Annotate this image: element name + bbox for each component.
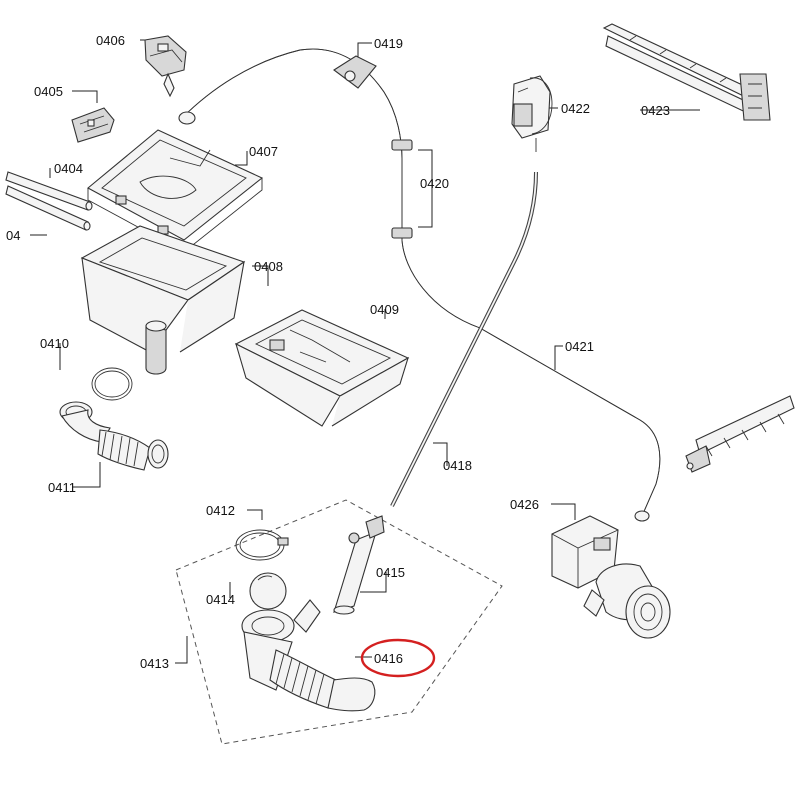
label-0415: 0415	[376, 565, 405, 580]
part-0423-rail	[602, 23, 771, 121]
label-0416: 0416	[374, 651, 403, 666]
label-0421: 0421	[565, 339, 594, 354]
leader-lines	[30, 39, 700, 664]
part-0411-hose	[59, 401, 169, 471]
label-0411: 0411	[48, 480, 76, 495]
part-0410-ring	[91, 367, 133, 401]
part-0404-rods	[5, 171, 93, 231]
label-0422: 0422	[561, 101, 590, 116]
part-0418-tube	[390, 171, 538, 507]
part-side-rail	[685, 395, 795, 473]
label-0414: 0414	[206, 592, 235, 607]
label-0406: 0406	[96, 33, 125, 48]
part-0415-sensor	[333, 515, 385, 615]
part-0407-lid	[87, 129, 264, 253]
label-0405: 0405	[34, 84, 63, 99]
part-0422-pressure-switch	[511, 75, 553, 152]
label-0412: 0412	[206, 503, 235, 518]
part-labels: 0406 0405 0404 04 0407 0408 0409 0410 04…	[6, 33, 670, 671]
label-0420: 0420	[420, 176, 449, 191]
part-0416-sump-hose	[241, 599, 376, 712]
part-0408-housing	[80, 225, 246, 375]
part-0419-0421-hose	[178, 48, 661, 522]
part-0414-ball	[249, 572, 287, 610]
highlight-ellipse	[360, 638, 436, 678]
label-0407: 0407	[249, 144, 278, 159]
label-0409: 0409	[370, 302, 399, 317]
label-0410: 0410	[40, 336, 69, 351]
part-0405-bracket	[71, 107, 115, 143]
part-0412-clamp	[235, 529, 289, 561]
label-0404: 0404	[54, 161, 83, 176]
part-0426-pump	[551, 515, 671, 639]
label-04: 04	[6, 228, 20, 243]
part-0406-clip	[144, 35, 187, 98]
label-0423: 0423	[641, 103, 670, 118]
label-0418: 0418	[443, 458, 472, 473]
label-0413: 0413	[140, 656, 169, 671]
part-0409-drawer	[234, 309, 410, 427]
label-0419: 0419	[374, 36, 403, 51]
label-0426: 0426	[510, 497, 539, 512]
part-0413-assembly-outline	[175, 499, 503, 745]
label-0408: 0408	[254, 259, 283, 274]
